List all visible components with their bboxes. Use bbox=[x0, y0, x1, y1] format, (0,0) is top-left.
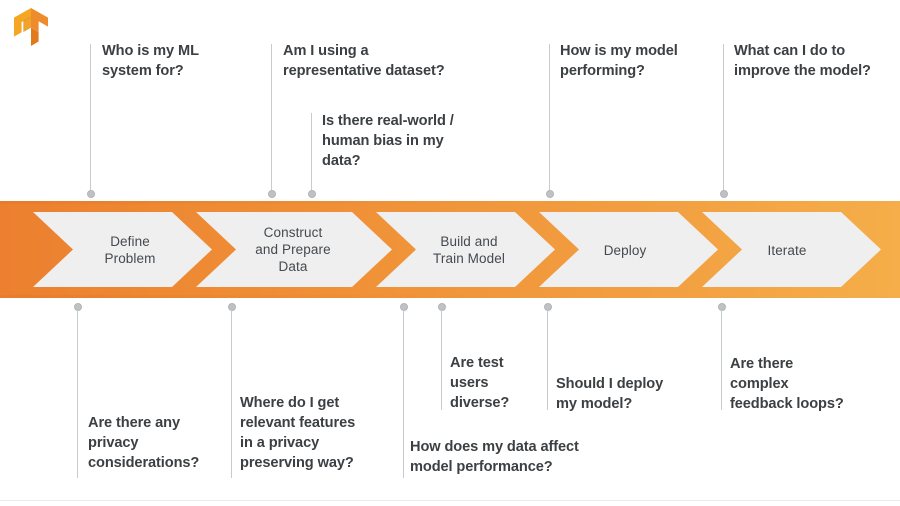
chevron-shape-define-problem bbox=[33, 212, 212, 287]
tensorflow-logo bbox=[14, 8, 48, 46]
connector-dot-top-4 bbox=[546, 190, 554, 198]
connector-line-top-4 bbox=[549, 44, 551, 192]
question-below-complex-feedback-loops: Are there complex feedback loops? bbox=[730, 356, 844, 412]
chevron-shape-deploy bbox=[539, 212, 718, 287]
connector-line-bottom-2 bbox=[231, 310, 233, 478]
chevron-shape-iterate bbox=[702, 212, 881, 287]
question-above-who-is-my-ml-system-for: Who is my ML system for? bbox=[102, 43, 199, 79]
question-above-representative-dataset: Am I using a representative dataset? bbox=[283, 43, 445, 79]
connector-line-top-1 bbox=[90, 44, 92, 192]
connector-line-bottom-1 bbox=[77, 310, 79, 478]
question-above-improve-the-model: What can I do to improve the model? bbox=[734, 43, 871, 79]
chevron-shape-construct-prepare-data bbox=[196, 212, 392, 287]
bottom-divider bbox=[0, 500, 900, 501]
pipeline-band-bottom-edge bbox=[0, 295, 900, 298]
pipeline-band: Define Problem Construct and Prepare Dat… bbox=[0, 201, 900, 298]
connector-line-bottom-4 bbox=[441, 310, 443, 410]
connector-dot-top-5 bbox=[720, 190, 728, 198]
connector-line-bottom-3 bbox=[403, 310, 405, 478]
connector-dot-top-1 bbox=[87, 190, 95, 198]
connector-dot-top-3 bbox=[308, 190, 316, 198]
connector-line-top-3 bbox=[311, 113, 313, 192]
pipeline-band-top-edge bbox=[0, 201, 900, 204]
question-above-how-is-my-model-performing: How is my model performing? bbox=[560, 43, 678, 79]
connector-line-bottom-5 bbox=[547, 310, 549, 410]
question-below-privacy-considerations: Are there any privacy considerations? bbox=[88, 415, 200, 471]
chevron-shape-build-train-model bbox=[376, 212, 555, 287]
question-above-real-world-human-bias: Is there real-world / human bias in my d… bbox=[322, 113, 454, 169]
connector-line-top-2 bbox=[271, 44, 273, 192]
question-below-test-users-diverse: Are test users diverse? bbox=[450, 355, 510, 411]
question-below-data-affect-performance: How does my data affect model performanc… bbox=[410, 439, 579, 475]
question-below-relevant-features-privacy: Where do I get relevant features in a pr… bbox=[240, 395, 356, 471]
connector-line-top-5 bbox=[723, 44, 725, 192]
connector-dot-top-2 bbox=[268, 190, 276, 198]
question-below-should-i-deploy: Should I deploy my model? bbox=[556, 376, 664, 412]
connector-line-bottom-6 bbox=[721, 310, 723, 410]
